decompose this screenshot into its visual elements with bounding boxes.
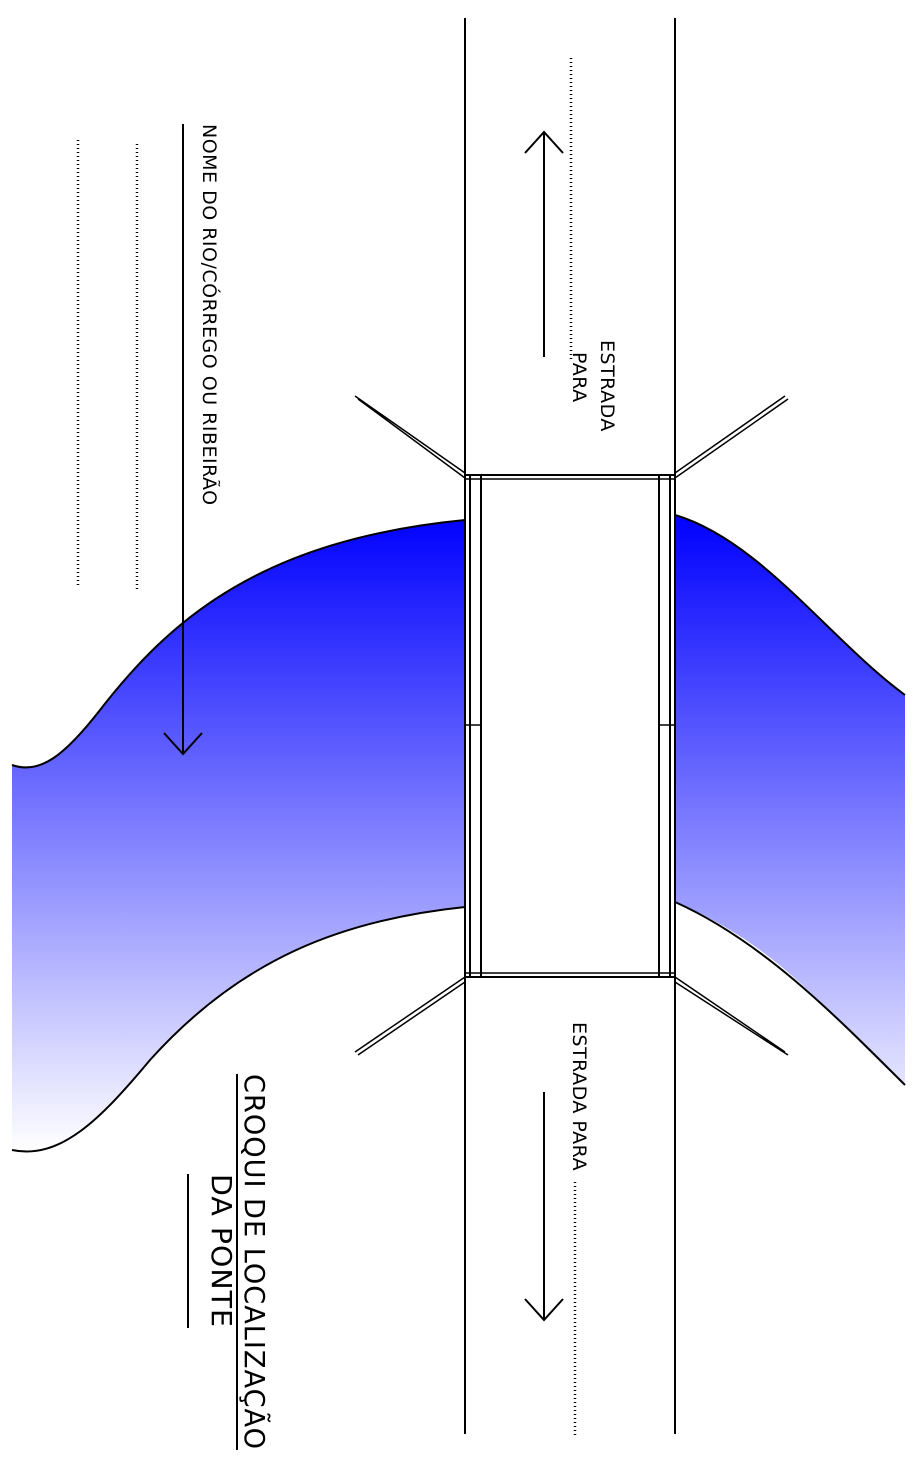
river-bank-upper [11,519,466,769]
road-top-label-suffix: PARA [568,352,590,403]
road-top-label: ESTRADA [596,340,618,432]
bridge-deck [464,474,676,978]
arrow-down-icon [163,632,203,756]
sketch-title: CROQUI DE LOCALIZAÇÃO [238,1074,271,1450]
river-bank-upper-right [674,514,906,696]
wing-walls [354,395,789,1056]
river-name-label: NOME DO RIO/CÓRREGO OU RIBEIRÃO [198,124,222,506]
river-bank-lower-right [674,901,906,1086]
river-bank-lower [11,906,466,1153]
road-bottom-label: ESTRADA PARA [568,1022,590,1171]
sketch-subtitle: DA PONTE [205,1174,238,1328]
arrow-up-icon [524,130,564,357]
arrow-down-icon [524,1092,564,1322]
river [12,515,905,1152]
